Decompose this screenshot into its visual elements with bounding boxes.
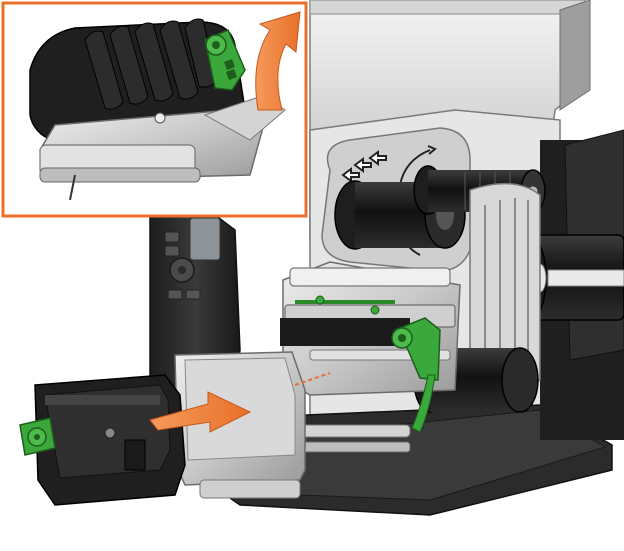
printhead-latch-green	[391, 317, 441, 433]
inset-latch-green	[204, 29, 246, 91]
ribbon-path-black	[280, 318, 410, 346]
printhead-top-bar	[289, 267, 451, 287]
chassis-top-edge	[309, 0, 586, 15]
insert-arrow-icon	[149, 372, 331, 433]
keypad	[164, 231, 201, 300]
chassis-right-edge	[559, 0, 591, 111]
detail-inset	[1, 1, 308, 218]
printhead-assembly	[280, 261, 461, 453]
lcd-display	[189, 217, 221, 261]
rotate-arrow-icon	[255, 11, 301, 111]
removed-roller-module	[19, 374, 186, 506]
inset-module	[29, 18, 286, 201]
